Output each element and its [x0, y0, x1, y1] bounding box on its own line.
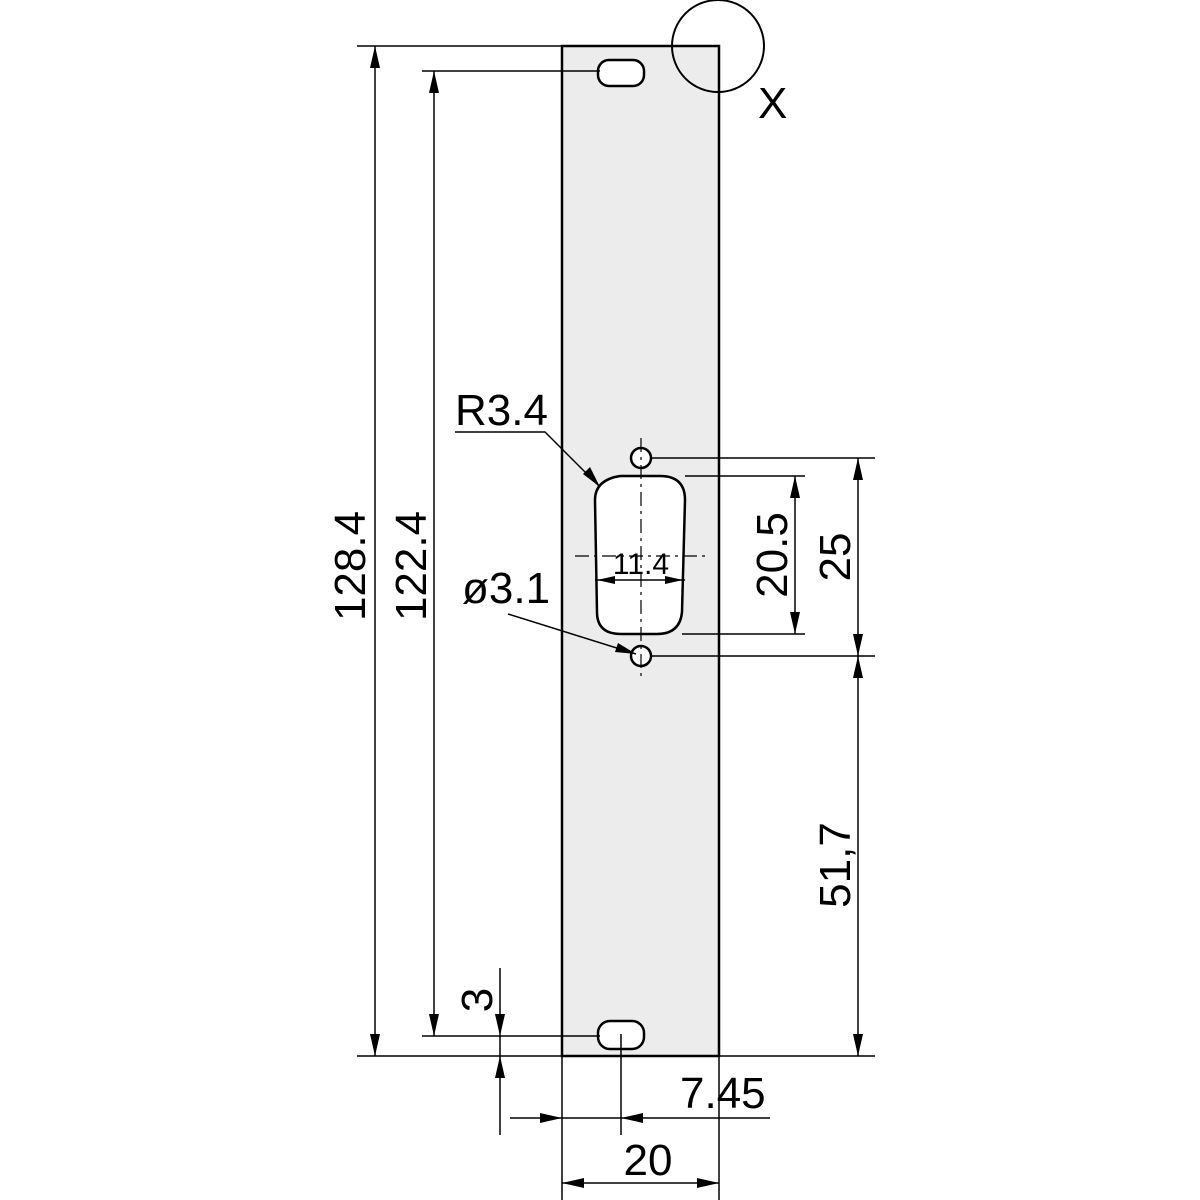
overall-height-label: 128.4	[326, 511, 375, 621]
arrow	[597, 576, 615, 584]
arrow	[495, 1056, 505, 1078]
arrow	[853, 634, 863, 656]
arrow	[540, 1113, 562, 1123]
panel-width-label: 20	[624, 1136, 673, 1185]
hole-x-offset-label: 7.45	[680, 1069, 766, 1118]
arrow	[429, 1014, 439, 1036]
arrow	[853, 1034, 863, 1056]
hole-spacing-label: 122.4	[387, 511, 436, 621]
cutout-width-label: 11.4	[613, 548, 669, 581]
detail-circle	[671, 0, 765, 93]
arrow	[615, 643, 636, 654]
arrow	[621, 1113, 643, 1123]
slot-radius-leader	[455, 431, 601, 488]
cutout-height-label: 20.5	[748, 512, 797, 598]
detail-marker-label: X	[758, 79, 787, 128]
top-mounting-slot	[596, 58, 646, 88]
arrow	[790, 476, 800, 498]
hole-diameter-label: ø3.1	[462, 564, 550, 613]
arrow	[853, 656, 863, 678]
arrow	[697, 1178, 719, 1188]
edge-offset-label: 3	[453, 988, 502, 1012]
slot-radius-label: R3.4	[455, 386, 548, 435]
hole-diameter-leader	[507, 613, 637, 655]
hole-pitch-label: 25	[811, 533, 860, 582]
arrow	[495, 1014, 505, 1036]
arrow	[790, 612, 800, 634]
bottom-offset-label: 51,7	[811, 822, 860, 908]
dsub-cutout	[593, 474, 687, 636]
arrow	[583, 467, 600, 487]
arrow	[665, 576, 683, 584]
arrow	[429, 71, 439, 93]
arrow	[370, 46, 380, 68]
arrow	[370, 1034, 380, 1056]
arrow	[853, 458, 863, 480]
arrow	[562, 1178, 584, 1188]
